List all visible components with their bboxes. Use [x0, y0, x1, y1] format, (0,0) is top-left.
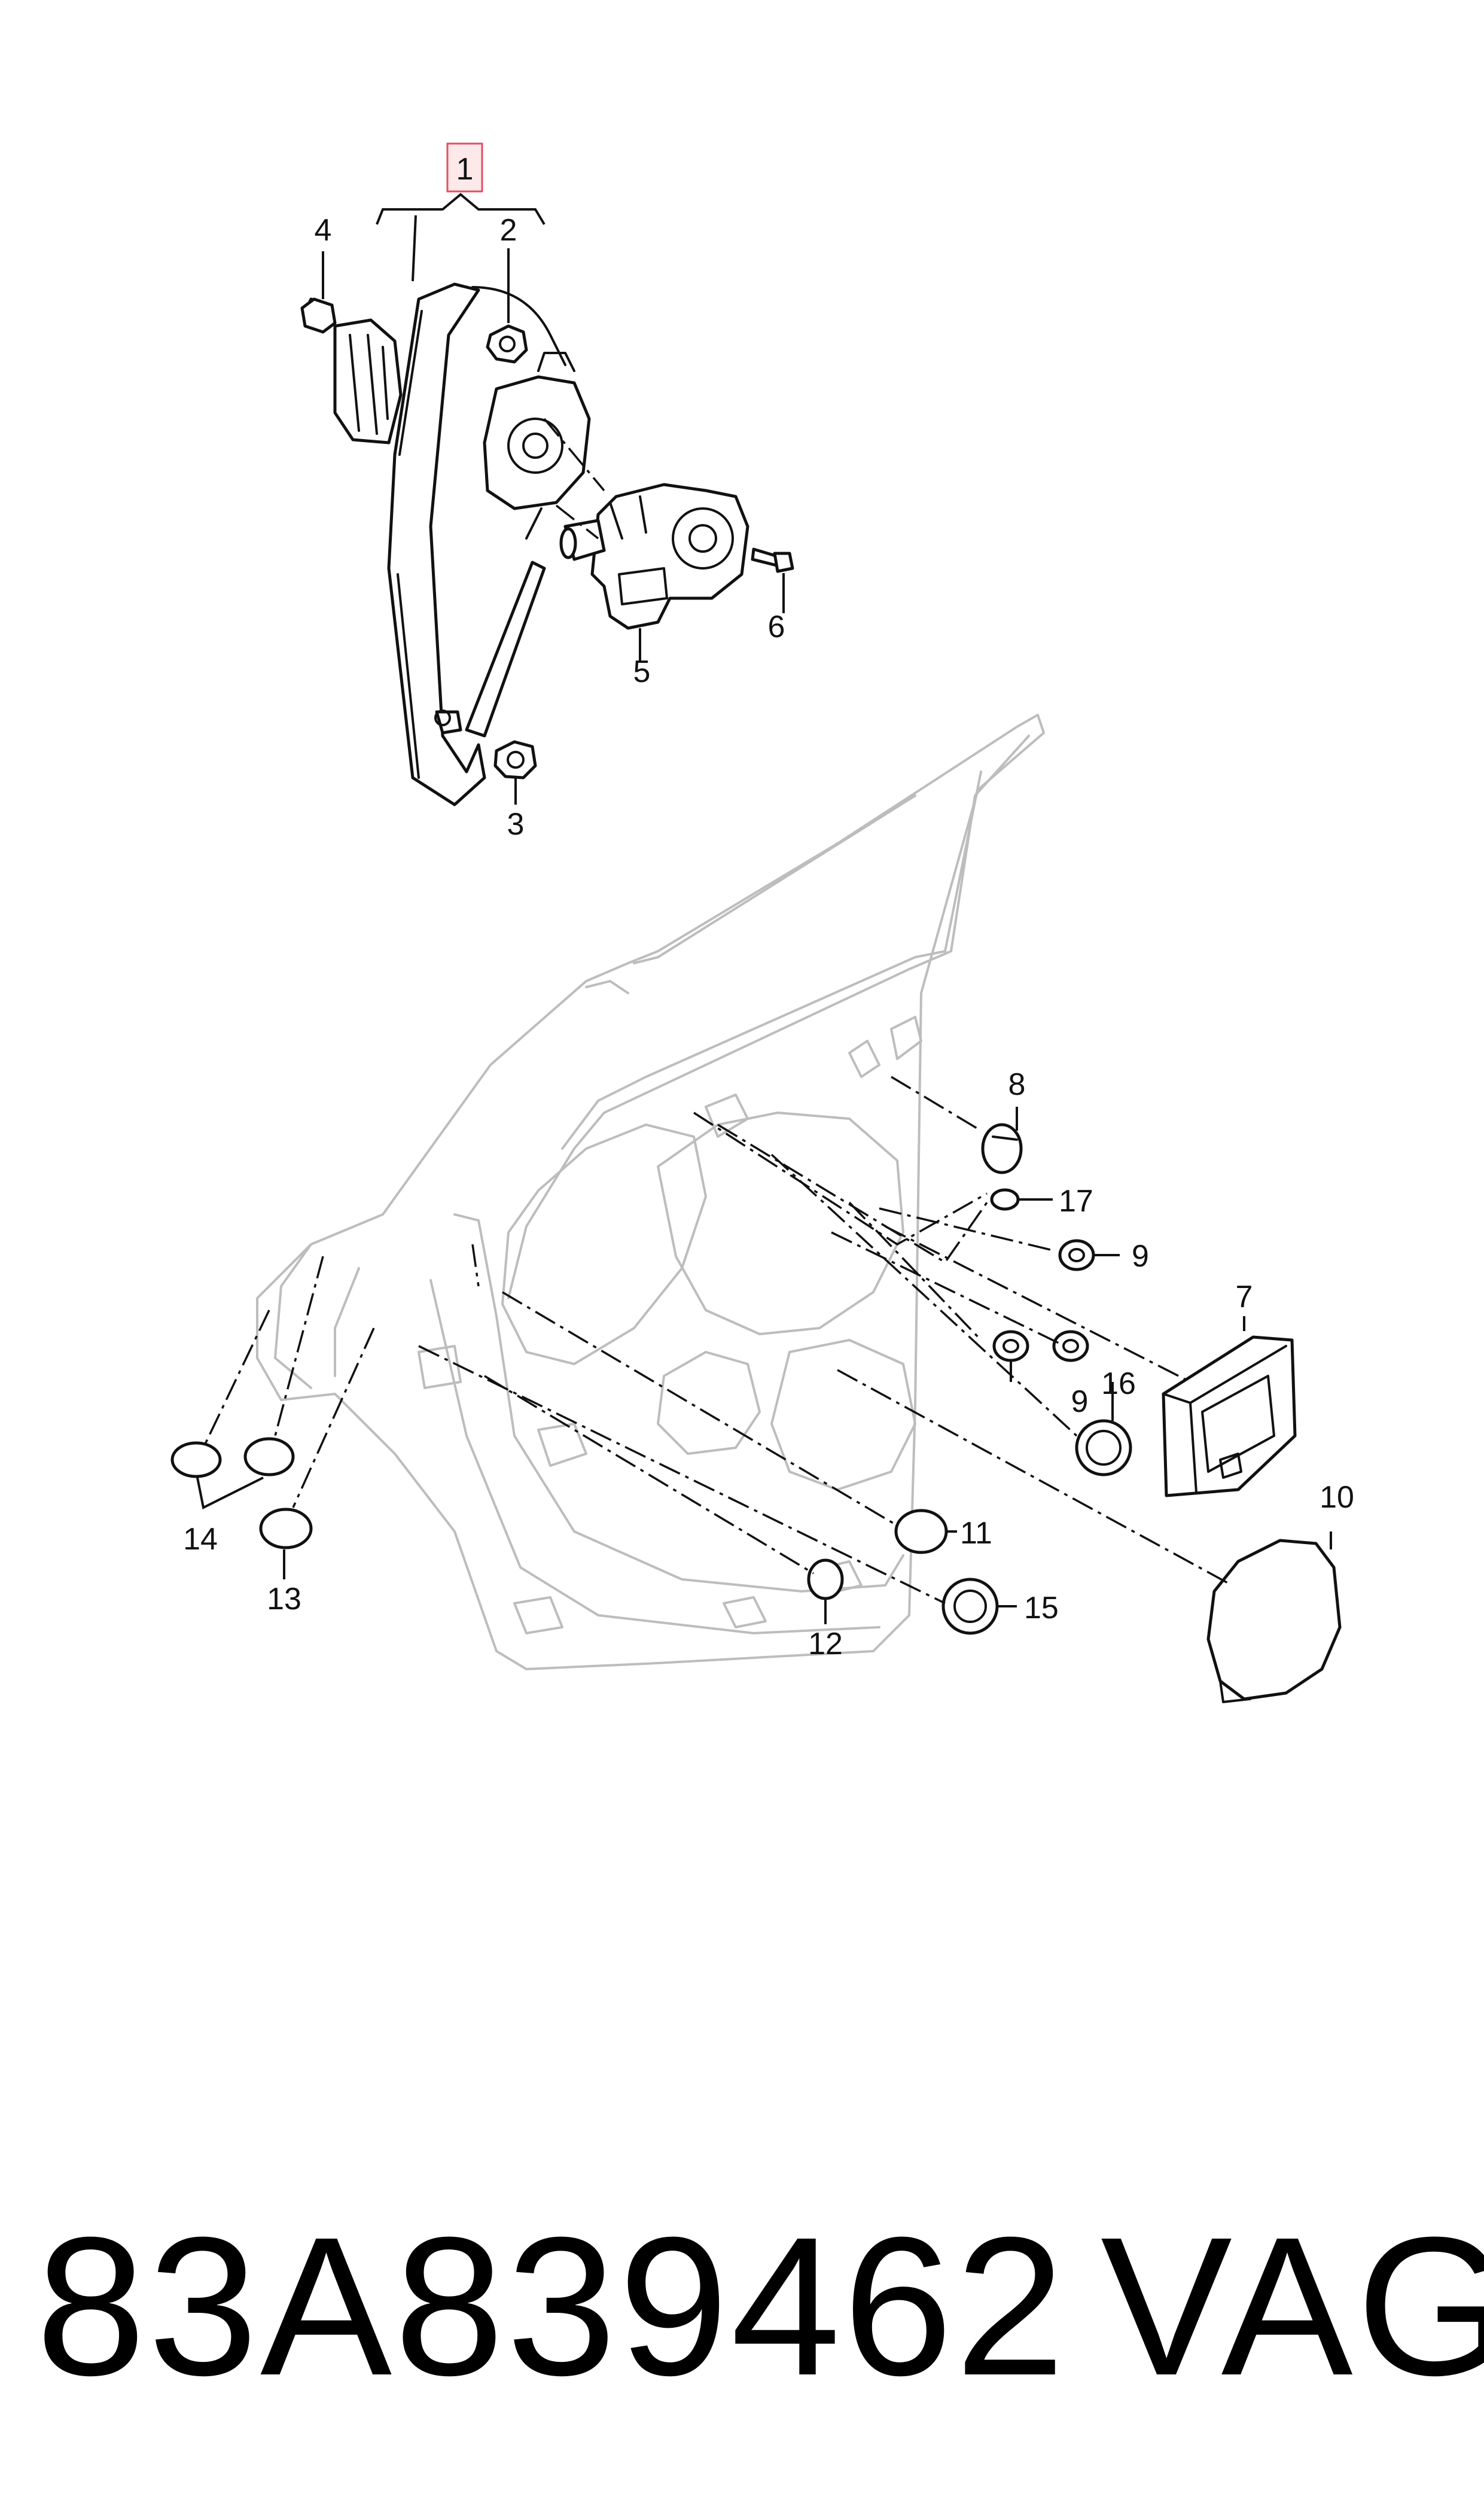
callout-5: 5: [633, 654, 651, 689]
grommet-9b: [992, 1330, 1029, 1362]
callout-1-highlight: [446, 142, 483, 193]
callout-10: 10: [1320, 1480, 1354, 1515]
callout-17: 17: [1059, 1184, 1093, 1219]
brand-name: VAG: [1101, 2196, 1484, 2416]
callout-3: 3: [507, 807, 525, 842]
plug-14b: [243, 1437, 295, 1476]
cap-4: [300, 297, 337, 334]
callout-4: 4: [315, 213, 332, 248]
grommet-9a: [1058, 1239, 1095, 1271]
callout-2: 2: [500, 213, 517, 248]
assembly-lines: [202, 418, 1233, 1604]
plug-14a: [170, 1441, 222, 1478]
callout-6: 6: [768, 610, 785, 644]
callout-16: 16: [1101, 1366, 1136, 1401]
callout-labels: 1 2 3 4 5 6 7 8 9 9 10 11 12 13 14 15 16…: [183, 152, 1354, 1661]
plug-11: [894, 1509, 948, 1554]
plug-16: [1075, 1419, 1132, 1476]
clip-8: [981, 1123, 1023, 1174]
callout-15: 15: [1024, 1591, 1059, 1625]
part-number: 83A839462: [36, 2196, 1068, 2416]
callout-13: 13: [267, 1582, 301, 1616]
callout-7: 7: [1236, 1280, 1253, 1314]
window-regulator: [303, 282, 591, 806]
plug-15: [941, 1578, 999, 1635]
door-control-unit: [1162, 1335, 1297, 1497]
screw-6: [751, 547, 794, 573]
cover-10: [1206, 1539, 1342, 1703]
callout-8: 8: [1008, 1067, 1026, 1102]
nut-2: [486, 324, 528, 364]
plug-13: [259, 1508, 313, 1549]
callout-14: 14: [183, 1522, 218, 1557]
plug-12: [807, 1558, 844, 1600]
callout-9b: 9: [1071, 1384, 1089, 1419]
clip-17: [990, 1188, 1020, 1211]
footer-caption: 83A839462 VAG: [0, 2208, 1484, 2405]
nut-3: [493, 740, 537, 780]
callout-11: 11: [960, 1516, 992, 1551]
callout-12: 12: [808, 1627, 843, 1661]
callout-9a: 9: [1132, 1239, 1149, 1274]
leader-lines: [196, 193, 1332, 1624]
callout-1: 1: [456, 152, 474, 187]
window-motor: [559, 483, 749, 630]
grommet-9c: [1052, 1330, 1089, 1362]
door-shell: [256, 714, 1045, 1670]
